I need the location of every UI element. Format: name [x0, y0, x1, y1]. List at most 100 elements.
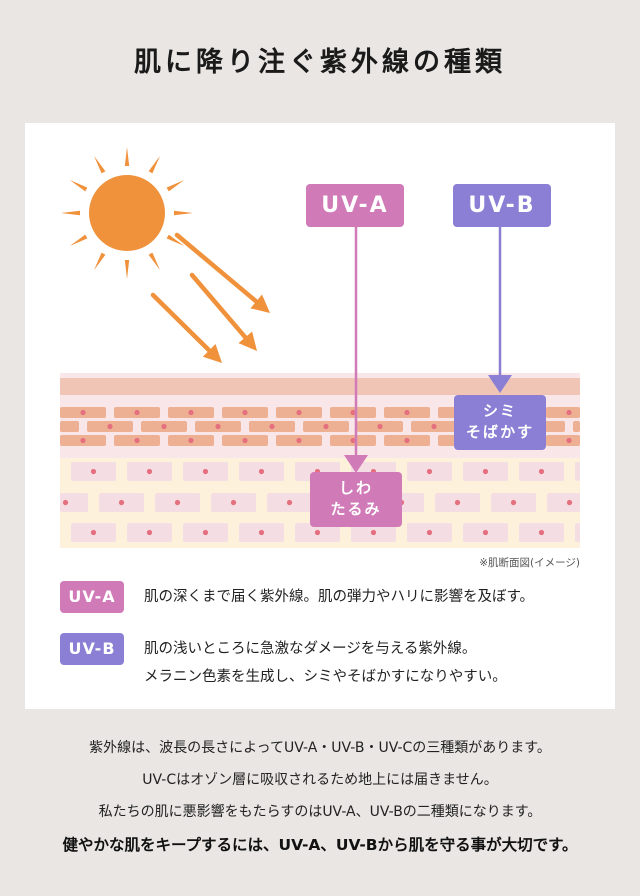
cell-nucleus [482, 529, 489, 536]
light-ray-arrowhead [250, 294, 270, 313]
cell-nucleus [118, 499, 125, 506]
legend-text-uva: 肌の深くまで届く紫外線。肌の弾力やハリに影響を及ぼす。 [144, 583, 534, 611]
cell-nucleus [431, 423, 437, 430]
uva-effect-box: しわ たるみ [310, 472, 402, 527]
cell-nucleus [350, 409, 356, 416]
cell-nucleus [134, 437, 140, 444]
cell-nucleus [404, 437, 410, 444]
uvb-arrow-arrowhead [488, 375, 512, 393]
cell-nucleus [174, 499, 181, 506]
cell-nucleus [323, 423, 329, 430]
light-ray-line [174, 232, 259, 304]
legend-uvb-line-2: メラニン色素を生成し、シミやそばかすになりやすい。 [144, 669, 507, 685]
footer-line-2: UV-Cはオゾン層に吸収されるため地上には届きません。 [142, 772, 498, 788]
uvb-label: UV-B [453, 184, 551, 227]
cell-nucleus [215, 423, 221, 430]
cell-nucleus [258, 468, 265, 475]
uva-effect-line-2: たるみ [330, 500, 382, 518]
legend-uva-line-1: 肌の深くまで届く紫外線。肌の弾力やハリに影響を及ぼす。 [144, 589, 535, 605]
epidermis-cell [546, 407, 580, 418]
diagram-note: ※肌断面図(イメージ) [479, 557, 580, 569]
sun-rays [150, 232, 270, 363]
cell-nucleus [80, 409, 86, 416]
cell-nucleus [350, 437, 356, 444]
cell-nucleus [454, 499, 461, 506]
cell-nucleus [426, 529, 433, 536]
cell-nucleus [62, 499, 69, 506]
uvb-effect-box: シミ そばかす [454, 395, 546, 450]
sun-ray [69, 234, 88, 246]
epidermis-cell [573, 421, 580, 432]
cell-nucleus [370, 529, 377, 536]
cell-nucleus [314, 529, 321, 536]
light-ray-arrowhead [202, 343, 222, 363]
sun-ray [94, 155, 106, 174]
cell-nucleus [80, 437, 86, 444]
light-ray-line [189, 272, 248, 340]
sun-ray [174, 210, 193, 216]
sun-ray [69, 180, 88, 192]
cell-nucleus [230, 499, 237, 506]
cell-nucleus [161, 423, 167, 430]
uvb-effect-line-1: シミ [482, 402, 517, 420]
uv-arrows [344, 227, 512, 473]
cell-nucleus [242, 409, 248, 416]
sun-ray [94, 252, 106, 271]
sun-icon [61, 147, 193, 279]
sun-disc [89, 175, 165, 251]
cell-nucleus [426, 468, 433, 475]
uva-label: UV-A [306, 184, 404, 227]
cell-nucleus [202, 468, 209, 475]
cell-nucleus [377, 423, 383, 430]
cell-nucleus [538, 468, 545, 475]
cell-nucleus [482, 468, 489, 475]
cell-nucleus [107, 423, 113, 430]
cell-nucleus [188, 409, 194, 416]
sun-ray [148, 252, 160, 271]
cell-nucleus [146, 468, 153, 475]
cell-nucleus [134, 409, 140, 416]
sun-ray [166, 180, 185, 192]
cell-nucleus [296, 437, 302, 444]
cell-nucleus [90, 468, 97, 475]
footer-line-1: 紫外線は、波長の長さによってUV-A・UV-B・UV-Cの三種類があります。 [89, 740, 551, 756]
cell-nucleus [566, 409, 572, 416]
cell-nucleus [188, 437, 194, 444]
diagram-card: UV-A UV-B シミ そばかす しわ たるみ ※肌断面図(イメージ) UV-… [25, 123, 615, 709]
sun-ray [166, 234, 185, 246]
cell-nucleus [296, 409, 302, 416]
sun-ray [148, 155, 160, 174]
uvb-effect-line-2: そばかす [465, 423, 535, 441]
dermis-cell [575, 523, 580, 542]
cell-nucleus [286, 499, 293, 506]
uva-arrow-arrowhead [344, 455, 368, 473]
cell-nucleus [146, 529, 153, 536]
sun-ray [124, 147, 130, 166]
epidermis-cell [60, 421, 79, 432]
legend-uva: UV-A 肌の深くまで届く紫外線。肌の弾力やハリに影響を及ぼす。 [60, 581, 534, 613]
cell-nucleus [258, 529, 265, 536]
dermis-cell [547, 493, 580, 512]
dermis-cell [575, 462, 580, 481]
page-title: 肌に降り注ぐ紫外線の種類 [134, 47, 506, 78]
cell-nucleus [202, 529, 209, 536]
footer-line-3: 私たちの肌に悪影響をもたらすのはUV-A、UV-Bの二種類になります。 [98, 804, 542, 820]
cell-nucleus [242, 437, 248, 444]
legend-badge-uva: UV-A [60, 581, 124, 613]
cell-nucleus [538, 529, 545, 536]
dermis-cell [60, 493, 88, 512]
cell-nucleus [404, 409, 410, 416]
uva-effect-line-1: しわ [338, 479, 373, 497]
cell-nucleus [510, 499, 517, 506]
sun-ray [61, 210, 80, 216]
cell-nucleus [90, 529, 97, 536]
cell-nucleus [566, 437, 572, 444]
legend-uvb: UV-B 肌の浅いところに急激なダメージを与える紫外線。 メラニン色素を生成し、… [60, 633, 507, 691]
footer-line-4: 健やかな肌をキープするには、UV-A、UV-Bから肌を守る事が大切です。 [62, 836, 578, 854]
light-ray-arrowhead [238, 331, 257, 351]
cell-nucleus [566, 499, 573, 506]
epidermis-cell [546, 435, 580, 446]
stratum-corneum [60, 378, 580, 395]
sun-ray [124, 260, 130, 279]
legend-uvb-line-1: 肌の浅いところに急激なダメージを与える紫外線。 [144, 641, 477, 657]
